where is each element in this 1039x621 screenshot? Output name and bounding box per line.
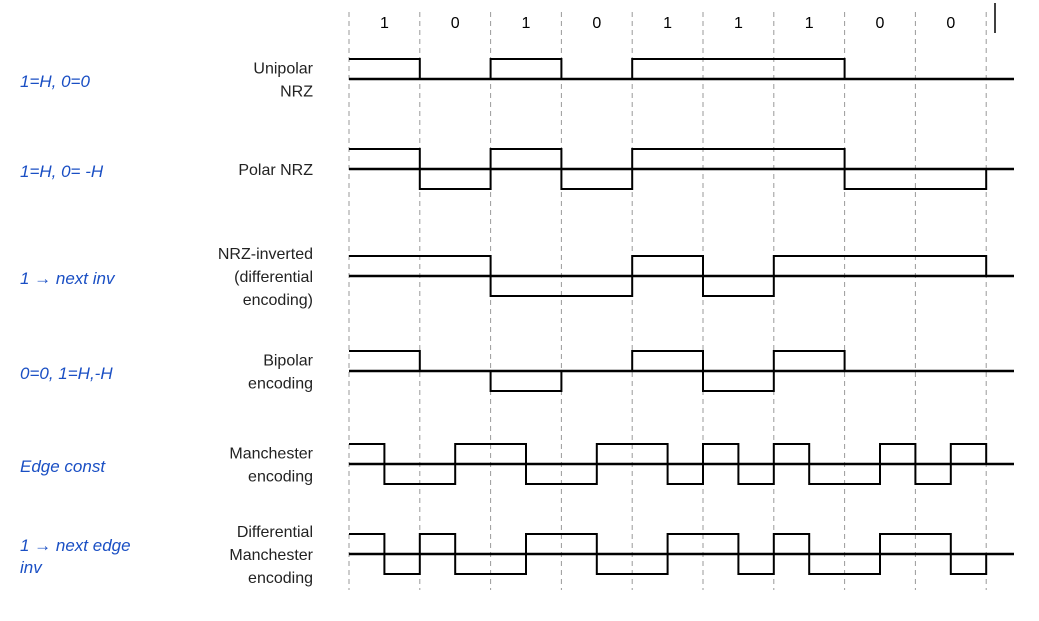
encoding-rule-line: 1=H, 0=0: [20, 72, 90, 91]
encoding-rule-line: 1 → next inv: [20, 269, 116, 288]
encoding-name-line: Differential: [237, 524, 313, 541]
signal-row-manchester: Manchester encoding Edge const: [20, 443, 1014, 486]
bit-label: 0: [946, 15, 955, 32]
waveform: [349, 148, 988, 190]
encoding-rule-line: 1 → next edge: [20, 536, 131, 555]
encoding-name-line: encoding: [248, 376, 313, 393]
encoding-name-line: encoding: [248, 469, 313, 486]
bit-label: 1: [805, 15, 814, 32]
encoding-rule-line: 0=0, 1=H,-H: [20, 364, 113, 383]
bit-period-gridlines: [348, 3, 996, 590]
encoding-name-line: NRZ: [280, 84, 313, 101]
encoding-name-line: Manchester: [229, 446, 313, 463]
encoding-name-line: encoding: [248, 570, 313, 587]
encoding-name-line: NRZ-inverted: [218, 246, 313, 263]
encoding-rule-line: Edge const: [20, 457, 106, 476]
bit-label: 1: [734, 15, 743, 32]
waveform: [349, 58, 987, 80]
bit-label: 0: [592, 15, 601, 32]
encoding-name-line: encoding): [243, 292, 313, 309]
bit-label: 1: [380, 15, 389, 32]
encoding-name-line: Manchester: [229, 547, 313, 564]
waveform: [349, 350, 987, 392]
encoding-name-line: Unipolar: [253, 61, 313, 78]
waveform: [349, 255, 988, 297]
bit-sequence-header: 1 0 1 0 1 1 1 0 0: [380, 15, 955, 32]
bit-label: 1: [663, 15, 672, 32]
signal-row-bipolar: Bipolar encoding 0=0, 1=H,-H: [20, 350, 1014, 393]
signal-row-nrz-inverted: NRZ-inverted (differential encoding) 1 → ne…: [20, 246, 1014, 309]
bit-label: 0: [876, 15, 885, 32]
waveform: [349, 443, 988, 485]
encoding-name-line: Bipolar: [263, 353, 313, 370]
waveform: [349, 533, 988, 575]
encoding-rule-line: inv: [20, 558, 43, 577]
encoding-name-line: (differential: [234, 269, 313, 286]
encoding-name-line: Polar NRZ: [238, 162, 313, 179]
bit-label: 0: [451, 15, 460, 32]
signal-row-polar-nrz: Polar NRZ 1=H, 0= -H: [20, 148, 1014, 190]
encoding-rule-line: 1=H, 0= -H: [20, 162, 104, 181]
bit-label: 1: [522, 15, 531, 32]
